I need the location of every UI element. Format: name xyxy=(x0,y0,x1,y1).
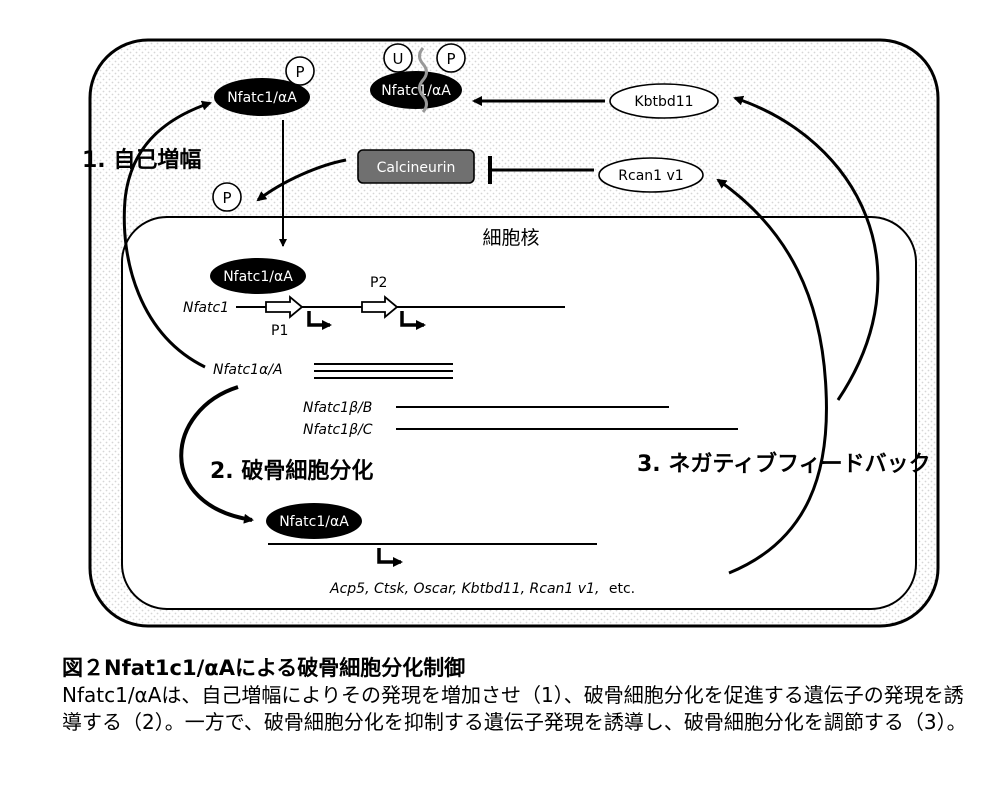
caption-body: Nfatc1/αAは、自己増幅によりその発現を増加させ（1）、破骨細胞分化を促進… xyxy=(62,683,967,734)
phospho-circle-released xyxy=(212,182,242,212)
promoter-p1 xyxy=(265,295,304,319)
tss-arrow-target xyxy=(377,548,403,567)
nfatc1-target-label: Nfatc1/αA xyxy=(279,514,349,530)
caption-title: 図２Nfat1c1/αAによる破骨細胞分化制御 xyxy=(62,656,466,680)
nfatc1-top-label: Nfatc1/αA xyxy=(227,90,297,106)
target-genes-italic: Acp5, Ctsk, Oscar, Kbtbd11, Rcan1 v1, xyxy=(329,581,599,597)
tss-arrow-p2 xyxy=(400,311,426,330)
arrow-loop1-self-amplification xyxy=(122,100,212,369)
transcript-alpha-a-label: Nfatc1α/A xyxy=(213,362,283,378)
nfatc1-ubiquitinated: Nfatc1/αA U P xyxy=(370,43,466,113)
nfatc1-regulation-diagram: 細胞核 Nfatc1/αA P Nfatc1/αA U P Kbtbd11 Rc… xyxy=(82,38,940,628)
arrow-loop3-to-kbtbd11 xyxy=(733,95,880,401)
nfatc1-target-node xyxy=(266,503,362,539)
promoter-p1-label: P1 xyxy=(271,323,288,339)
tss-arrow-p1 xyxy=(307,311,332,330)
rcan1-label: Rcan1 v1 xyxy=(618,168,683,184)
phospho-circle xyxy=(285,56,315,86)
ubiquitin-chain xyxy=(418,47,428,113)
calcineurin-node xyxy=(357,149,475,184)
nfatc1-ub-label: Nfatc1/αA xyxy=(381,83,451,99)
target-genes-etc: etc. xyxy=(609,581,635,597)
gene-nfatc1-label: Nfatc1 xyxy=(183,300,229,316)
arrow-loop3-to-rcan1 xyxy=(716,178,828,575)
loop3-label: 3. ネガティブフィードバック xyxy=(637,451,931,477)
rcan1-node xyxy=(598,157,704,193)
calcineurin-label: Calcineurin xyxy=(377,160,456,176)
phospho-label: P xyxy=(295,63,304,81)
phospho-label-released: P xyxy=(222,189,231,207)
kbtbd11-label: Kbtbd11 xyxy=(634,94,693,110)
transcript-beta-c-label: Nfatc1β/C xyxy=(303,422,373,438)
nfatc1-nucleus-label: Nfatc1/αA xyxy=(223,269,293,285)
nucleus-label: 細胞核 xyxy=(482,227,539,249)
target-genes-label: Acp5, Ctsk, Oscar, Kbtbd11, Rcan1 v1, et… xyxy=(329,581,635,597)
arrow-loop2-differentiation xyxy=(179,385,254,524)
phospho-circle-ub xyxy=(436,43,466,73)
loop1-label: 1. 自己増幅 xyxy=(82,147,201,173)
loop2-label: 2. 破骨細胞分化 xyxy=(210,458,373,484)
kbtbd11-node xyxy=(609,83,719,119)
transcript-beta-b-label: Nfatc1β/B xyxy=(303,400,372,416)
promoter-p2-label: P2 xyxy=(370,275,387,291)
ubiquitin-circle xyxy=(383,43,413,73)
figure-caption: 図２Nfat1c1/αAによる破骨細胞分化制御 Nfatc1/αAは、自己増幅に… xyxy=(62,654,982,736)
nfatc1-phosphorylated: Nfatc1/αA P xyxy=(214,56,315,116)
nfatc1-nucleus-node xyxy=(210,258,306,294)
ubiquitin-label: U xyxy=(393,50,404,68)
promoter-p2 xyxy=(361,295,399,319)
arrow-dephosphorylation xyxy=(256,158,347,202)
phospho-label-ub: P xyxy=(446,50,455,68)
